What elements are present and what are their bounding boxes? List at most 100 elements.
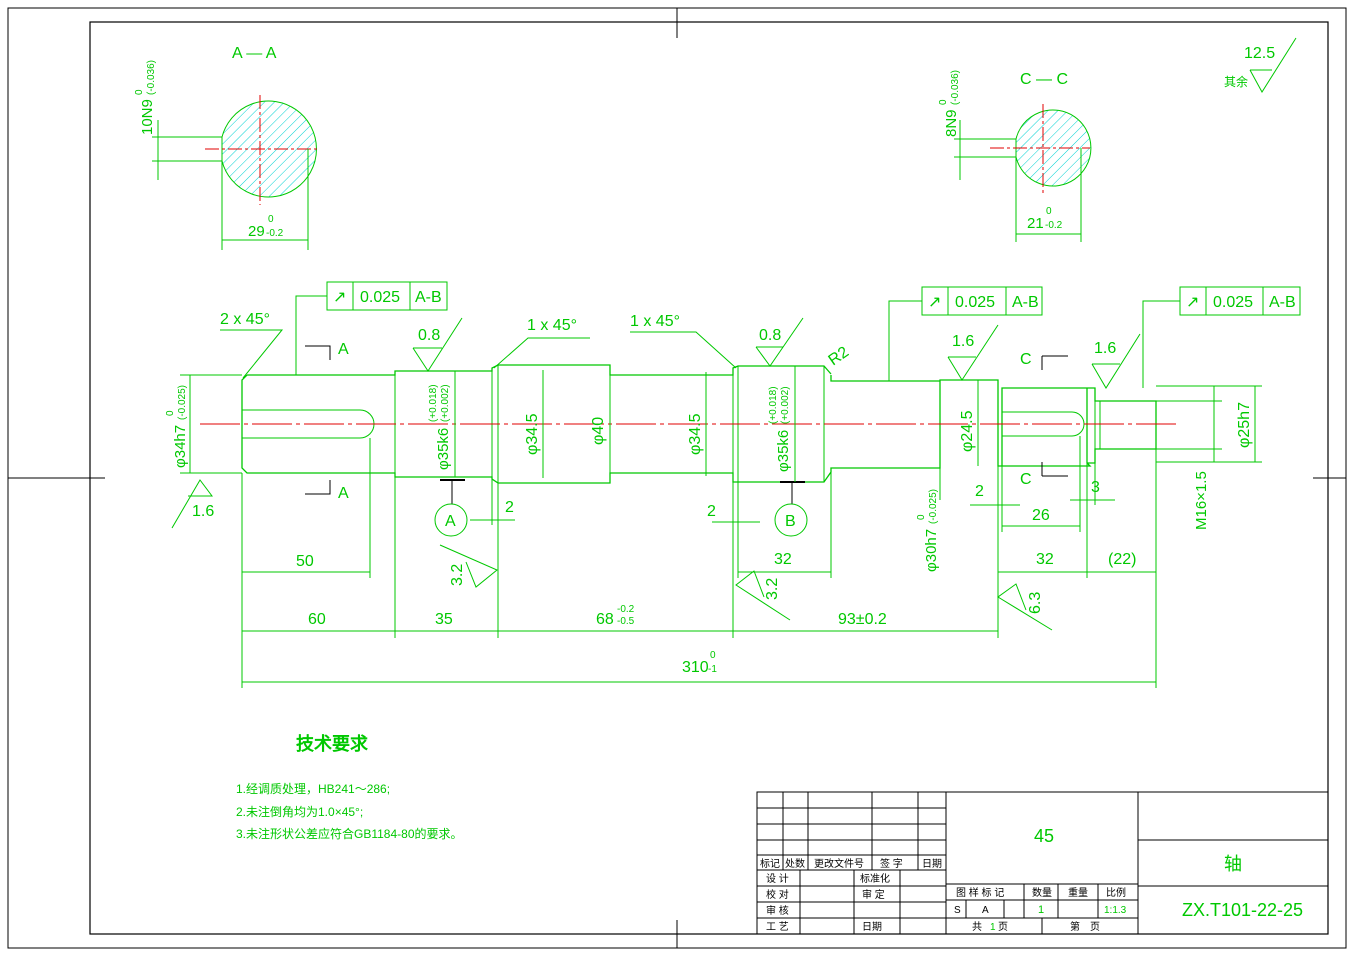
section-cc-title: C — C — [1020, 71, 1068, 88]
tb-total-sheets: 页 — [998, 921, 1008, 933]
tech-requirements: 技术要求 1.经调质处理，HB241～286; 2.未注倒角均为1.0×45°;… — [236, 733, 463, 841]
tb-hdr-doc: 更改文件号 — [814, 857, 864, 870]
tb-review: 审 定 — [862, 888, 885, 901]
len-93: 93±0.2 — [838, 611, 887, 628]
len-26: 26 — [1032, 507, 1050, 524]
section-cc-depth-lower: -0.2 — [1045, 220, 1063, 231]
tb-material: 45 — [1034, 826, 1054, 846]
roughness-1-6-mid: 1.6 — [952, 333, 974, 350]
dia-35k6-left-lower: (+0.002) — [440, 384, 451, 422]
dia-34h7: φ34h7 — [172, 425, 189, 468]
tb-mark-a: A — [982, 905, 989, 916]
title-block: 标记 处数 更改文件号 签 字 日期 设 计 标准化 校 对 审 定 审 核 工… — [756, 791, 1329, 935]
tech-item-3: 3.未注形状公差应符合GB1184-80的要求。 — [236, 826, 463, 841]
section-mark-c-top: C — [1020, 351, 1032, 368]
dia-34-5-left: φ34.5 — [524, 413, 541, 455]
roughness-3-2-left: 3.2 — [449, 564, 466, 586]
roughness-1-6-right: 1.6 — [1094, 340, 1116, 357]
len-60: 60 — [308, 611, 326, 628]
section-aa-title: A — A — [232, 45, 277, 62]
dia-24-5: φ24.5 — [959, 410, 976, 452]
len-22: (22) — [1108, 551, 1136, 568]
tolerance-2-value: 0.025 — [955, 294, 995, 311]
section-cc-depth: 21 — [1027, 215, 1044, 232]
len-2-b: 2 — [707, 503, 716, 520]
tolerance-3-value: 0.025 — [1213, 294, 1253, 311]
drawing-frame — [7, 7, 1347, 949]
roughness-default-label: 其余 — [1224, 74, 1248, 89]
tolerance-frame-1: ↗ 0.025 A-B — [295, 281, 448, 375]
tb-scale-value: 1:1.3 — [1104, 905, 1127, 916]
tech-title: 技术要求 — [296, 733, 369, 754]
dia-34h7-lower: (-0.025) — [177, 385, 188, 420]
tolerance-1-symbol: ↗ — [333, 289, 346, 306]
section-cc-keyway-lower: (-0.036) — [950, 70, 961, 105]
section-mark-a-top: A — [338, 341, 349, 358]
section-aa-depth-upper: 0 — [268, 214, 274, 225]
len-3: 3 — [1091, 479, 1100, 496]
section-marks: A A C C — [305, 341, 1068, 502]
roughness-0-8-left: 0.8 — [418, 327, 440, 344]
tb-total-value: 1 — [990, 922, 996, 933]
roughness-default-value: 12.5 — [1244, 45, 1275, 62]
length-dims: 50 60 35 68 -0.2 -0.5 93±0.2 32 32 (22) … — [241, 436, 1157, 688]
tb-total-label: 共 — [972, 921, 982, 933]
roughness-symbols: 0.8 0.8 1.6 1.6 1.6 3.2 3.2 6.3 — [171, 317, 1141, 631]
tb-hdr-sign: 签 字 — [880, 857, 903, 870]
section-cc-keyway-upper: 0 — [938, 99, 949, 105]
tb-scale-label: 比例 — [1106, 886, 1126, 899]
len-68-lower: -0.5 — [617, 616, 635, 627]
tolerance-2-datum: A-B — [1012, 294, 1039, 311]
dia-35k6-right-lower: (+0.002) — [780, 386, 791, 424]
chamfer-1x45-left: 1 x 45° — [527, 317, 577, 334]
len-32-left: 32 — [774, 551, 792, 568]
roughness-1-6-left: 1.6 — [192, 503, 214, 520]
len-310-lower: -1 — [708, 664, 717, 675]
tb-hdr-count: 处数 — [785, 857, 805, 870]
tb-date: 日期 — [862, 921, 882, 933]
tolerance-frame-2: ↗ 0.025 A-B — [888, 286, 1043, 381]
dia-30h7: φ30h7 — [923, 529, 940, 572]
dia-35k6-right: φ35k6 — [775, 430, 792, 472]
len-2-a: 2 — [505, 499, 514, 516]
radius-r2: R2 — [826, 344, 853, 370]
datum-b: B — [774, 481, 808, 537]
tolerance-1-datum: A-B — [415, 289, 442, 306]
tb-drawing-mark: 图 样 标 记 — [956, 886, 1004, 899]
tb-part-name: 轴 — [1224, 854, 1242, 874]
section-aa-depth: 29 — [248, 223, 265, 240]
section-mark-a-bottom: A — [338, 485, 349, 502]
dia-30h7-upper: 0 — [916, 514, 927, 520]
len-2-c: 2 — [975, 483, 984, 500]
section-mark-c-bottom: C — [1020, 471, 1032, 488]
section-aa-keyway-upper: 0 — [134, 89, 145, 95]
tech-item-1: 1.经调质处理，HB241～286; — [236, 782, 390, 796]
section-aa: A — A 10N9 0 (-0.036) 29 0 -0.2 — [134, 45, 318, 250]
tb-design: 设 计 — [766, 872, 789, 885]
section-aa-depth-lower: -0.2 — [266, 228, 284, 239]
len-68: 68 — [596, 611, 614, 628]
shaft — [200, 364, 1180, 484]
thread-m16: M16×1.5 — [1193, 471, 1210, 530]
len-32-right: 32 — [1036, 551, 1054, 568]
tolerance-2-symbol: ↗ — [928, 294, 941, 311]
diameter-dims: φ34h7 0 (-0.025) φ35k6 (+0.018) (+0.002)… — [165, 365, 1262, 572]
tb-mark-s: S — [954, 905, 961, 916]
tb-audit: 审 核 — [766, 904, 789, 917]
datum-a-label: A — [445, 513, 456, 530]
roughness-3-2-right: 3.2 — [764, 578, 781, 600]
tb-hdr-mark: 标记 — [760, 858, 780, 870]
dia-35k6-left: φ35k6 — [435, 428, 452, 470]
dia-35k6-left-upper: (+0.018) — [428, 384, 439, 422]
chamfer-labels: 2 x 45° 1 x 45° 1 x 45° R2 — [220, 311, 853, 379]
tb-quantity-label: 数量 — [1032, 886, 1052, 899]
chamfer-2x45: 2 x 45° — [220, 311, 270, 328]
tolerance-1-value: 0.025 — [360, 289, 400, 306]
tb-drawing-no: ZX.T101-22-25 — [1182, 900, 1303, 920]
roughness-6-3: 6.3 — [1027, 592, 1044, 614]
section-cc-depth-upper: 0 — [1046, 206, 1052, 217]
tb-weight-label: 重量 — [1068, 886, 1088, 899]
dia-34-5-right: φ34.5 — [687, 413, 704, 455]
section-aa-keyway: 10N9 — [139, 99, 156, 135]
